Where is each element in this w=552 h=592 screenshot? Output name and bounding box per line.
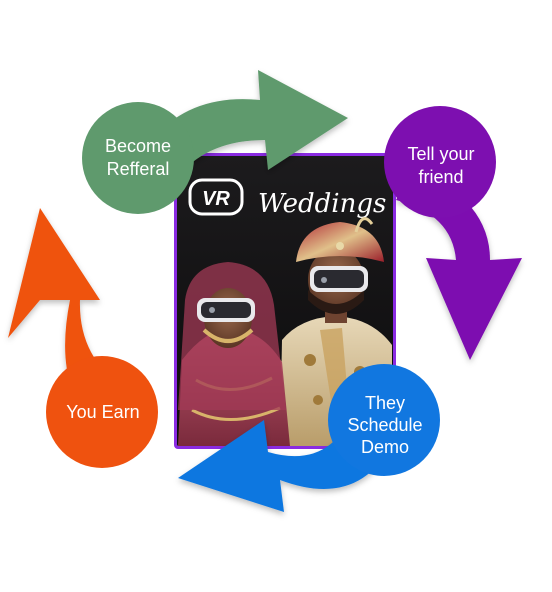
step-label-line-1: They — [365, 393, 405, 413]
groom-figure — [280, 217, 392, 446]
step-label-line-3: Demo — [361, 437, 409, 457]
step-label-line-1: Tell your — [407, 144, 474, 164]
step-circle — [46, 356, 158, 468]
step-schedule-demo: They Schedule Demo — [328, 364, 440, 476]
step-label-line-2: Refferal — [107, 159, 170, 179]
bride-figure — [178, 262, 290, 446]
step-tell-friend: Tell your friend — [384, 106, 496, 218]
step-label-line-1: You Earn — [66, 402, 139, 422]
vr-weddings-card: VR Weddings — [174, 153, 396, 449]
step-label-line-2: friend — [418, 167, 463, 187]
brand-name: Weddings — [258, 189, 386, 219]
step-circle — [82, 102, 194, 214]
step-you-earn: You Earn — [46, 356, 158, 468]
purple-arrow — [396, 168, 522, 360]
step-circle — [328, 364, 440, 476]
step-label-line-1: Become — [105, 136, 171, 156]
vr-logo-icon: VR — [188, 178, 244, 216]
logo-text: VR — [202, 188, 230, 210]
step-circle — [384, 106, 496, 218]
step-label-line-2: Schedule — [347, 415, 422, 435]
step-become-referral: Become Refferal — [82, 102, 194, 214]
couple-photo — [178, 217, 392, 446]
